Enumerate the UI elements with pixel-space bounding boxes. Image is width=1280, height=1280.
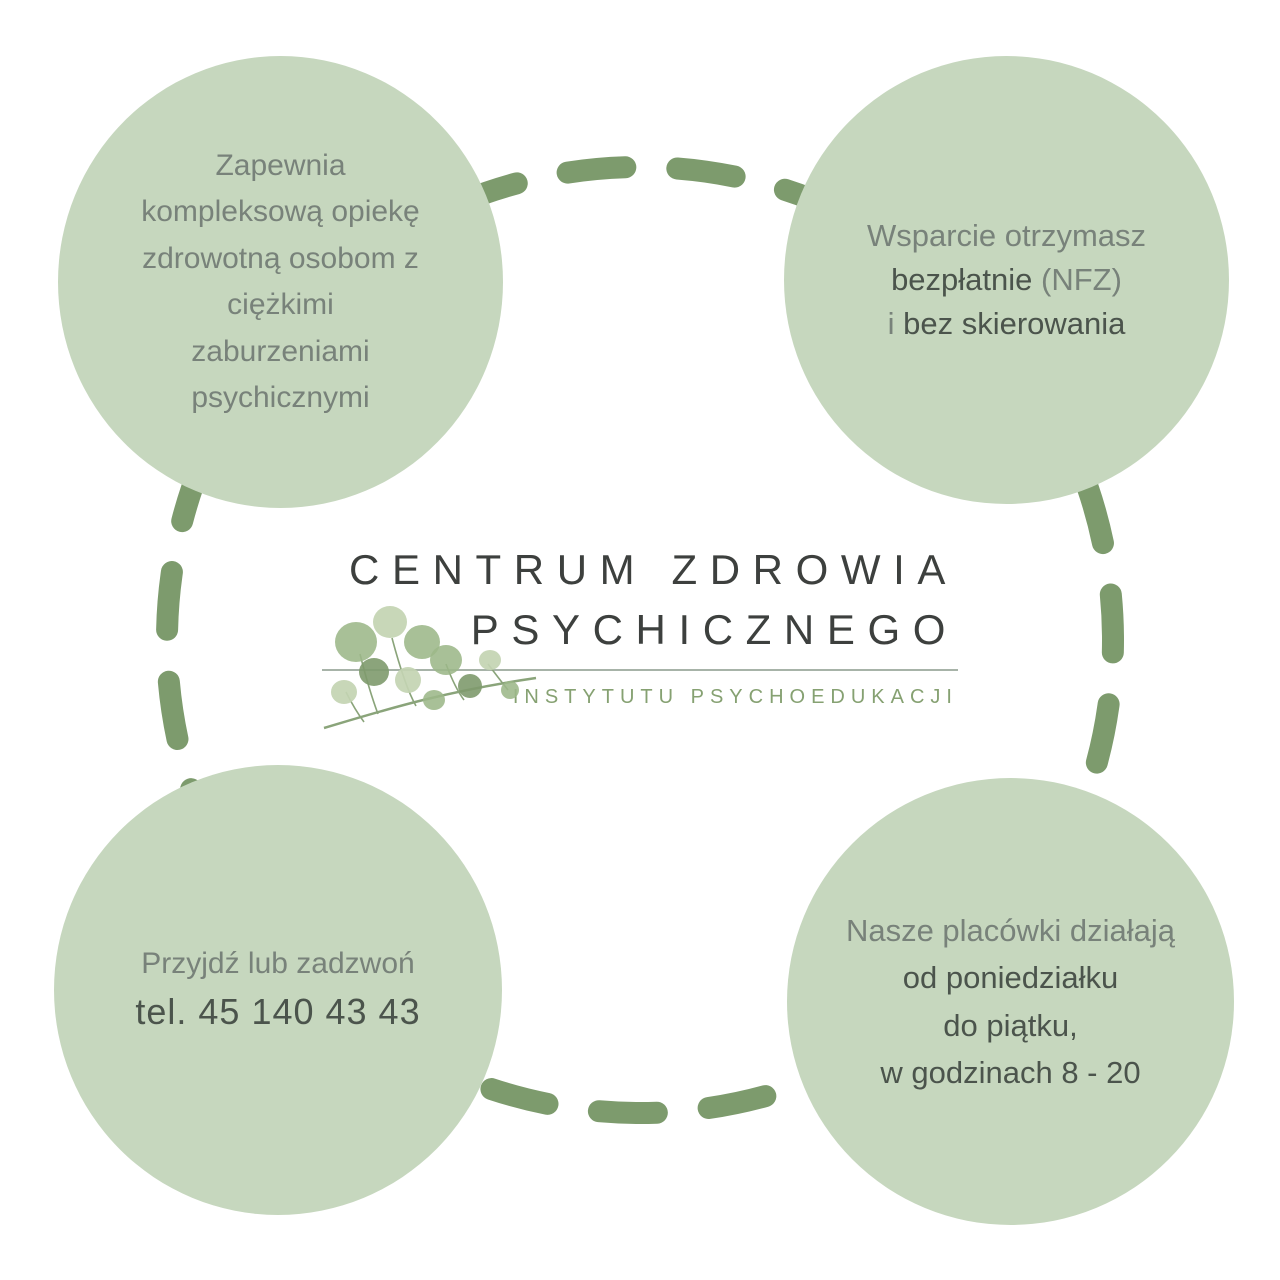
- bubble-text: Przyjdź lub zadzwoń tel. 45 140 43 43: [81, 947, 475, 1033]
- bubble-text-line: i bez skierowania: [811, 302, 1203, 346]
- bubble-text-line: psychicznymi: [191, 381, 370, 414]
- bubble-contact: Przyjdź lub zadzwoń tel. 45 140 43 43: [54, 765, 502, 1215]
- bubble-text-line: zaburzeniami: [191, 334, 370, 368]
- bubble-free-support: Wsparcie otrzymasz bezpłatnie (NFZ) i be…: [784, 56, 1229, 504]
- bubble-text-line: zdrowotną osobom z: [142, 241, 419, 275]
- logo-title-line1: CENTRUM ZDROWIA: [349, 546, 958, 593]
- bubble-opening-hours: Nasze placówki działają od poniedziałku …: [787, 778, 1234, 1225]
- bubble-text-line: Nasze placówki działają: [845, 913, 1176, 949]
- emphasis-text: bez skierowania: [903, 306, 1126, 341]
- logo-divider: [322, 669, 958, 672]
- bubble-text-line: ciężkimi: [227, 288, 334, 321]
- phone-number: tel. 45 140 43 43: [135, 991, 421, 1032]
- bubble-comprehensive-care: Zapewnia kompleksową opiekę zdrowotną os…: [58, 56, 503, 508]
- bubble-text: Wsparcie otrzymasz bezpłatnie (NFZ) i be…: [811, 214, 1203, 346]
- regular-text: i: [887, 306, 904, 341]
- logo-title-line2: PSYCHICZNEGO: [470, 605, 958, 653]
- bubble-text: Nasze placówki działają od poniedziałku …: [814, 907, 1207, 1095]
- bubble-text-line: kompleksową opiekę: [141, 195, 420, 228]
- bubble-text-line: do piątku,: [943, 1007, 1078, 1043]
- bubble-text-line: Zapewnia: [215, 148, 346, 182]
- bubble-text-line: Przyjdź lub zadzwoń: [141, 947, 415, 980]
- emphasis-text: bezpłatnie: [891, 261, 1033, 297]
- regular-text: (NFZ): [1032, 261, 1122, 297]
- bubble-text-line: bezpłatnie (NFZ): [811, 258, 1203, 302]
- opening-hours: w godzinach 8 - 20: [880, 1054, 1141, 1090]
- logo-subtitle: INSTYTUTU PSYCHOEDUKACJI: [512, 686, 958, 709]
- bubble-text-line: od poniedziałku: [902, 960, 1119, 996]
- logo: CENTRUM ZDROWIA PSYCHICZNEGO INSTYTUTU P…: [322, 540, 958, 709]
- bubble-text: Zapewnia kompleksową opiekę zdrowotną os…: [85, 143, 477, 422]
- eucalyptus-branch-icon: [323, 606, 537, 730]
- bubble-text-line: Wsparcie otrzymasz: [866, 217, 1147, 253]
